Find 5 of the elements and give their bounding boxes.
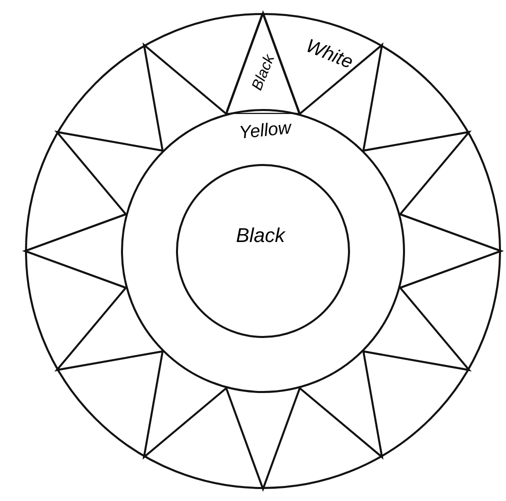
color-label: Black <box>250 52 278 92</box>
middle-ring <box>121 109 405 393</box>
color-label: Black <box>236 226 285 246</box>
color-label: Yellow <box>238 118 292 142</box>
color-label: White <box>303 36 356 72</box>
